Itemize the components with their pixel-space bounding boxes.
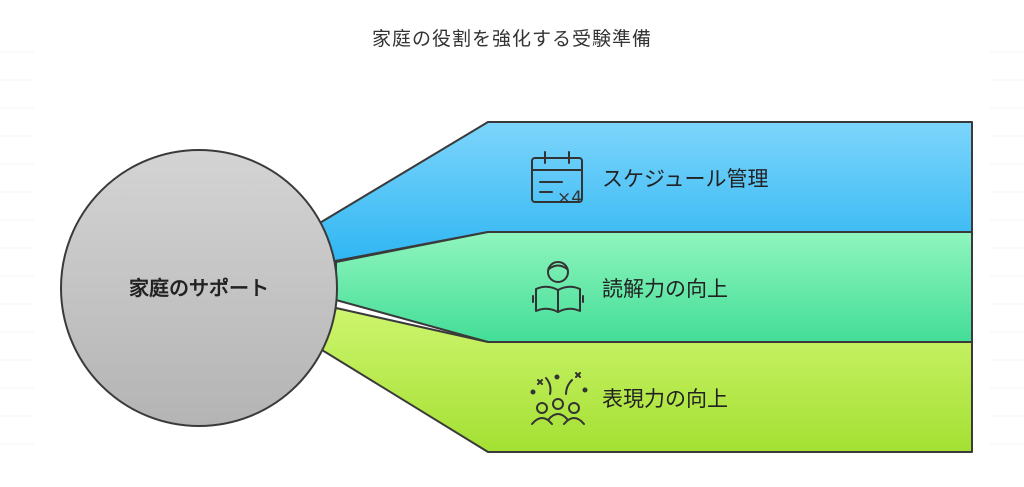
diagram-title: 家庭の役割を強化する受験準備 — [371, 28, 652, 50]
celebrating-group-icon — [530, 372, 588, 425]
center-label: 家庭のサポート — [129, 276, 269, 300]
reading-person-icon — [532, 261, 584, 313]
calendar-multiplier: ×4 — [557, 188, 582, 208]
branch-reading-comprehension: 読解力の向上 — [335, 231, 973, 343]
branch-label: スケジュール管理 — [602, 167, 769, 191]
branch-schedule-management: ×4 スケジュール管理 — [317, 121, 973, 263]
branch-label: 表現力の向上 — [602, 387, 728, 411]
center-circle — [60, 149, 338, 427]
calendar-x4-icon: ×4 — [531, 151, 583, 208]
center-node: 家庭のサポート — [60, 149, 338, 427]
background-guides — [0, 51, 1024, 445]
branch-label: 読解力の向上 — [602, 277, 728, 301]
